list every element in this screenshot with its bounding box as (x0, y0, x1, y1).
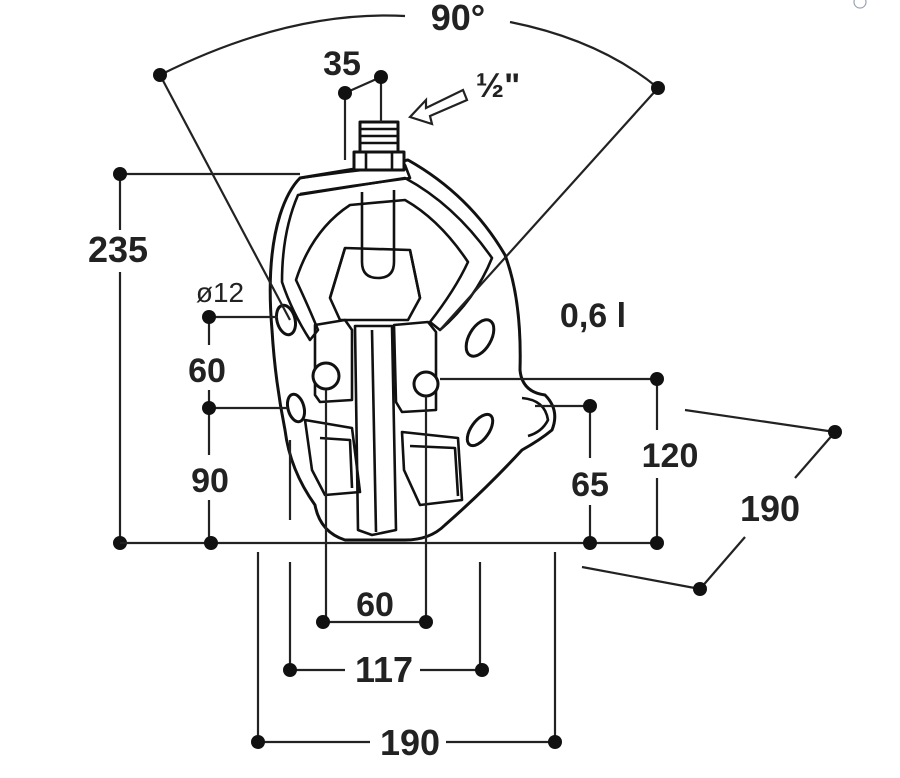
dimension-labels: 90° 35 ½" 235 ø12 60 90 0,6 l 120 65 190… (88, 0, 800, 763)
link-icon (853, 0, 867, 9)
label-hole-height-lower: 90 (191, 462, 229, 500)
threaded-fitting (352, 120, 406, 172)
label-hole-diameter: ø12 (196, 277, 244, 308)
label-angle: 90° (431, 0, 485, 38)
label-fitting-width: 35 (323, 45, 361, 83)
label-depth: 190 (740, 488, 800, 529)
valve-right (392, 320, 438, 414)
top-plate (299, 163, 412, 196)
pocket-left (303, 418, 362, 497)
label-right-height-inner: 65 (571, 466, 609, 504)
label-total-height: 235 (88, 229, 148, 270)
dimension-lines (113, 14, 842, 749)
central-stem (360, 190, 396, 280)
label-volume: 0,6 l (560, 297, 626, 335)
roller-right (412, 370, 440, 398)
thread-arrow (408, 88, 469, 126)
label-hole-spacing-upper: 60 (188, 352, 226, 390)
side-hole-lower (465, 412, 495, 448)
label-bottom-outer: 190 (380, 722, 440, 763)
mount-hole-lower (285, 392, 307, 424)
label-right-height-outer: 120 (642, 437, 699, 475)
valve-center (353, 324, 398, 537)
drinking-bowl-body (268, 120, 557, 542)
side-hole-upper (464, 318, 496, 358)
label-bottom-inner: 60 (356, 586, 394, 624)
valve-left (313, 318, 354, 404)
outer-shell (268, 158, 557, 542)
label-thread-size: ½" (476, 67, 520, 105)
pocket-right (400, 430, 464, 507)
inner-rim (280, 176, 494, 342)
angle-arc (159, 14, 659, 89)
label-bottom-middle: 117 (355, 649, 413, 690)
roller-left (311, 361, 341, 391)
